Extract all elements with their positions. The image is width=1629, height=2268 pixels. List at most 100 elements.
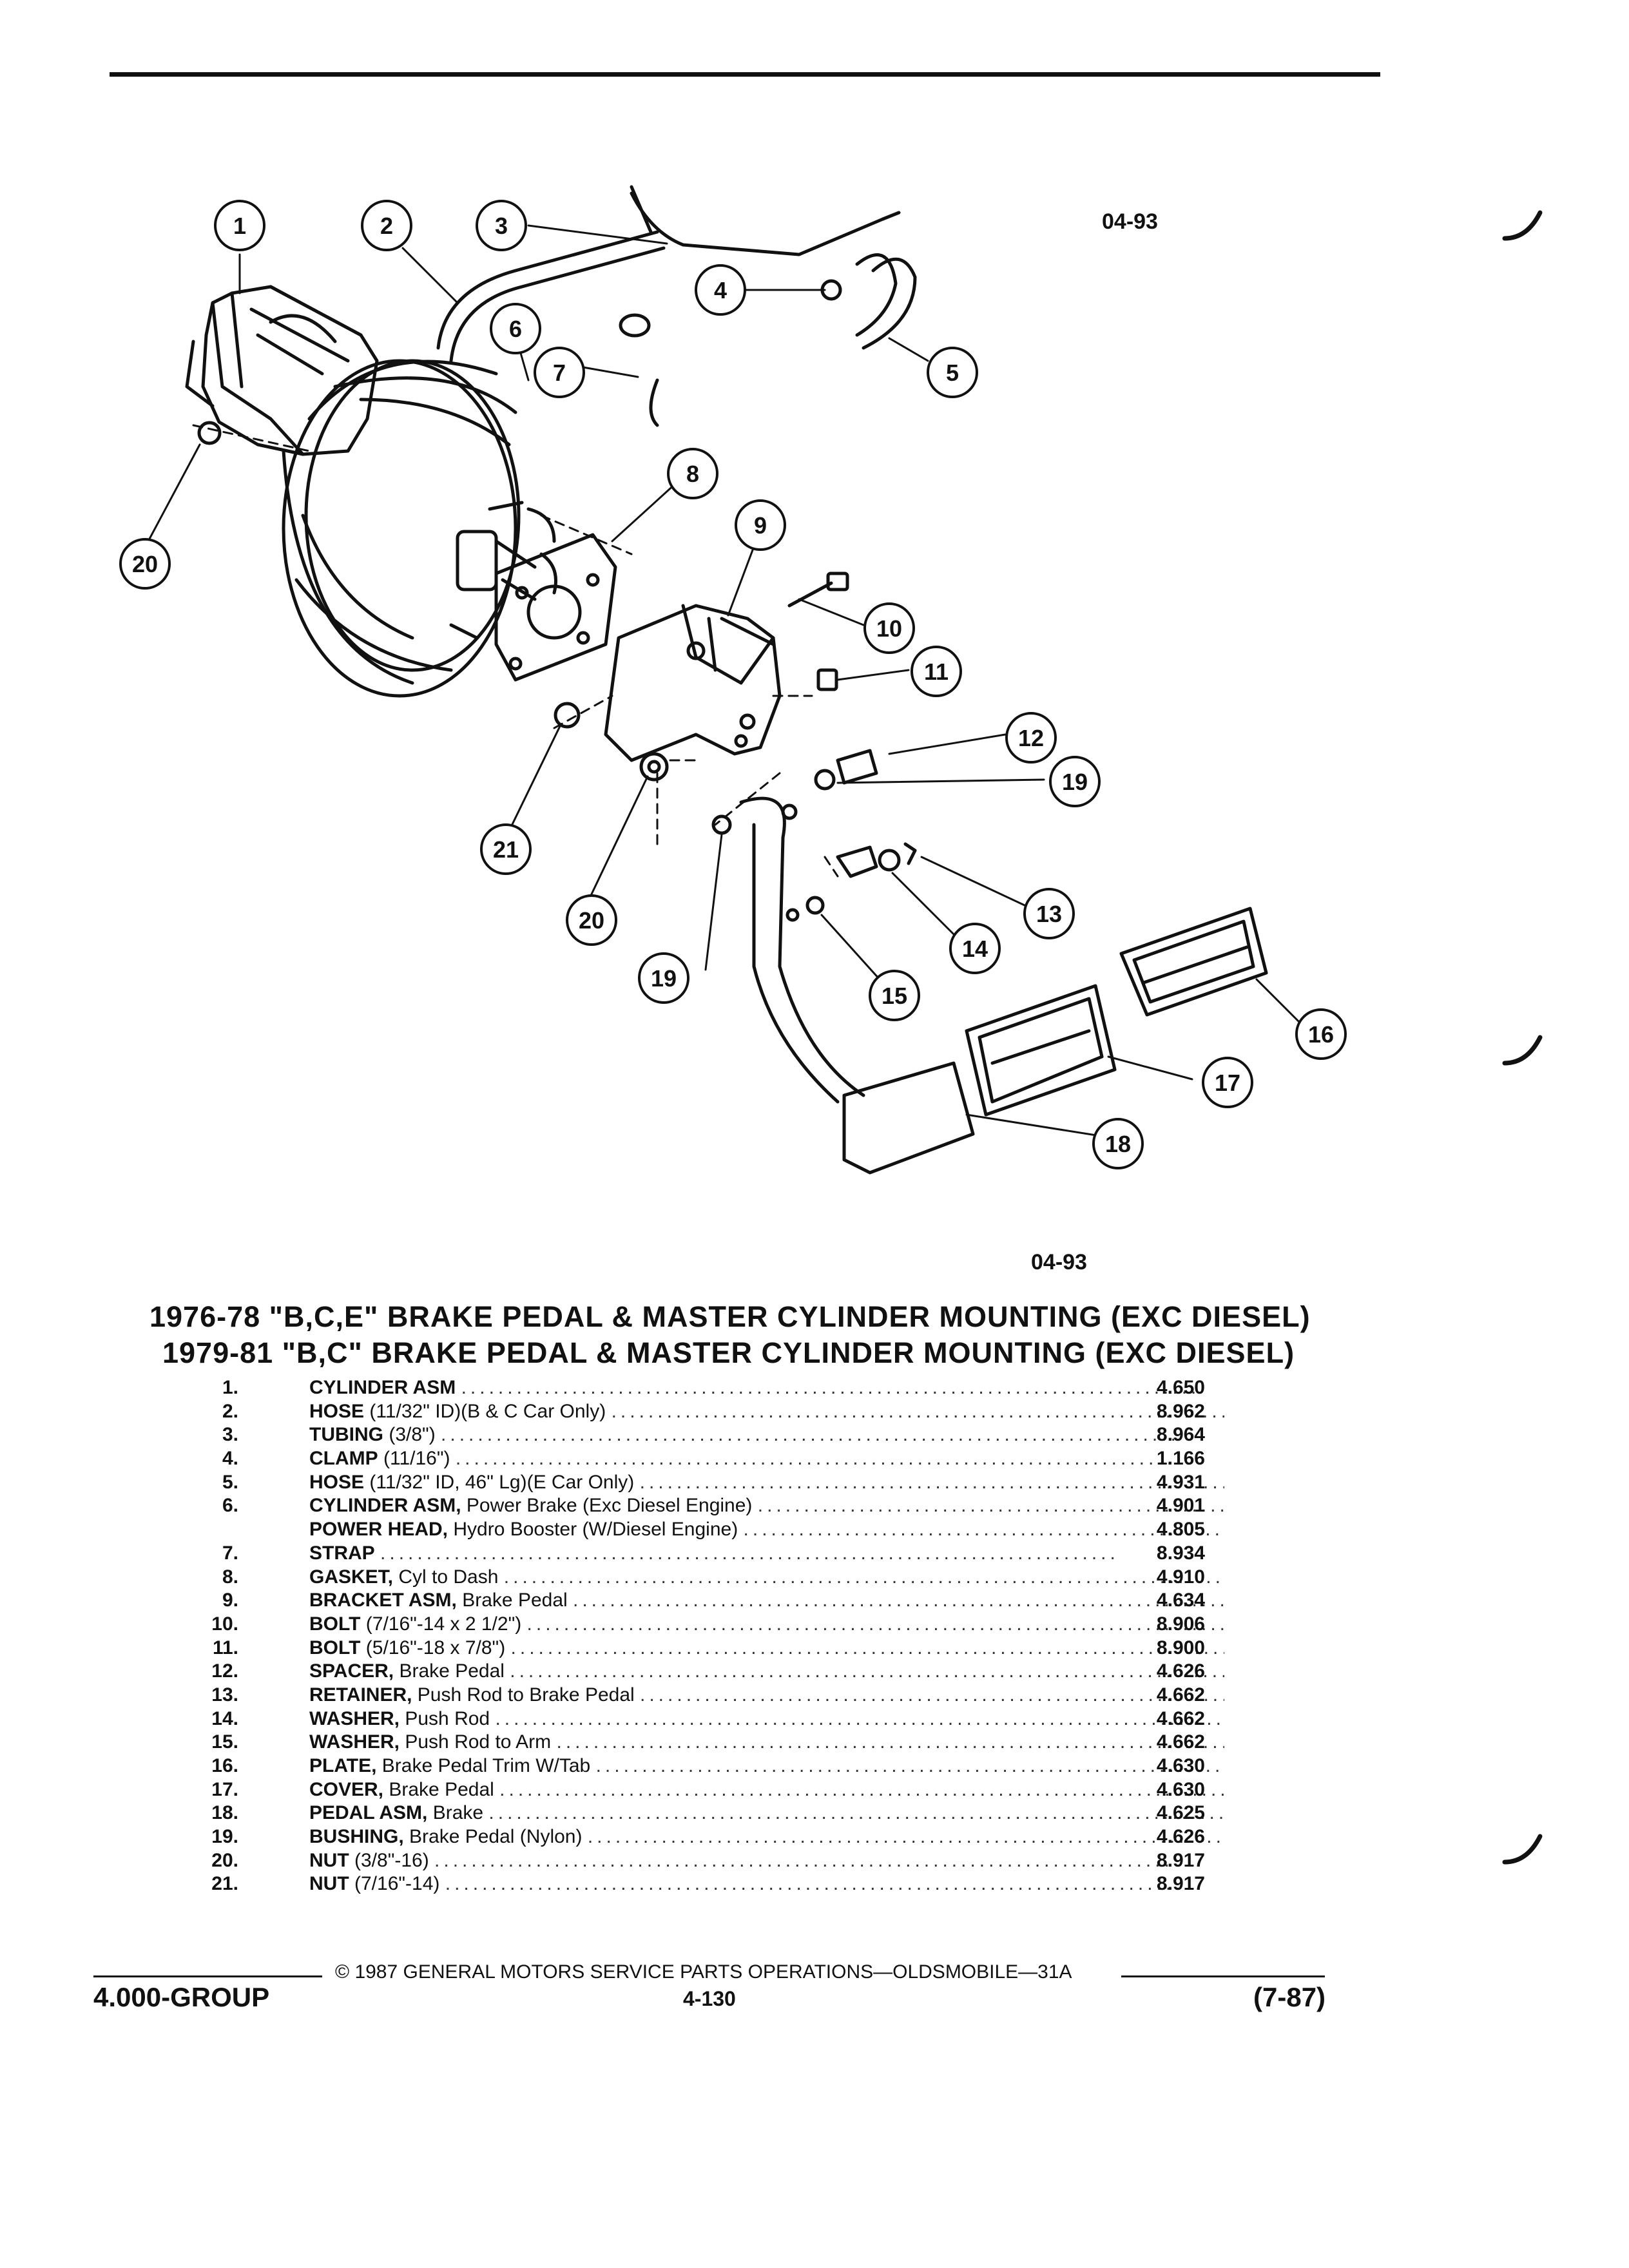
callout-7-label: 7 — [553, 360, 566, 386]
part-number: 3. — [222, 1424, 238, 1446]
part-number: 2. — [222, 1400, 238, 1422]
leader-dots: ........................................… — [640, 1684, 1224, 1706]
footer-page-number: 4-130 — [683, 1987, 736, 2010]
parts-list-row: 12.SPACER, Brake Pedal .................… — [161, 1660, 1224, 1684]
exploded-parts-diagram: 1 2 3 4 5 6 7 8 9 10 11 12 13 14 15 16 1… — [119, 185, 1347, 1175]
part-name: NUT — [309, 1849, 349, 1871]
part-description: CYLINDER ASM, Power Brake (Exc Diesel En… — [309, 1494, 1224, 1517]
leader-dots: ........................................… — [510, 1660, 1224, 1682]
leader-dots: ........................................… — [556, 1731, 1224, 1753]
parts-list-row: 11.BOLT (5/16"-18 x 7/8") ..............… — [161, 1637, 1224, 1660]
part-description: STRAP ..................................… — [309, 1542, 1224, 1565]
part-number: 8. — [222, 1566, 238, 1588]
part-description: BUSHING, Brake Pedal (Nylon) ...........… — [309, 1825, 1224, 1849]
illustration-code-top: 04-93 — [1102, 209, 1158, 234]
section-title-2: 1979-81 "B,C" BRAKE PEDAL & MASTER CYLIN… — [162, 1336, 1295, 1369]
part-description: NUT (7/16"-14) .........................… — [309, 1872, 1224, 1896]
part-name: TUBING — [309, 1424, 383, 1446]
part-name: CLAMP — [309, 1448, 378, 1470]
part-description: WASHER, Push Rod .......................… — [309, 1707, 1224, 1731]
leader-dots: ........................................… — [434, 1849, 1173, 1871]
part-detail: (3/8") — [389, 1424, 436, 1446]
part-description: WASHER, Push Rod to Arm ................… — [309, 1731, 1224, 1754]
part-number: 11. — [212, 1637, 238, 1658]
callout-10-label: 10 — [876, 615, 902, 642]
part-number: 14. — [211, 1707, 238, 1729]
part-name: GASKET, — [309, 1566, 394, 1588]
part-description: COVER, Brake Pedal .....................… — [309, 1778, 1224, 1802]
part-name: PEDAL ASM, — [309, 1802, 428, 1824]
callout-21: 21 — [480, 823, 532, 875]
callout-14-label: 14 — [962, 936, 988, 962]
parts-list-row: 16.PLATE, Brake Pedal Trim W/Tab .......… — [161, 1754, 1224, 1778]
part-group-code: 4.650 — [1156, 1377, 1205, 1398]
part-number: 15. — [211, 1731, 238, 1753]
leader-dots: ........................................… — [503, 1566, 1224, 1588]
callout-18: 18 — [1092, 1118, 1144, 1169]
parts-list-row: 9.BRACKET ASM, Brake Pedal .............… — [161, 1589, 1224, 1613]
part-group-code: 1.166 — [1156, 1448, 1205, 1470]
part-detail: Cyl to Dash — [398, 1566, 499, 1588]
parts-list-row: 19. BUSHING, Brake Pedal (Nylon) ........… — [161, 1825, 1224, 1849]
top-rule — [110, 72, 1380, 77]
part-description: POWER HEAD, Hydro Booster (W/Diesel Engi… — [309, 1518, 1224, 1541]
parts-list-row: 14. WASHER, Push Rod ....................… — [161, 1707, 1224, 1731]
edge-mark-icon — [1502, 210, 1543, 241]
part-name: HOSE — [309, 1471, 365, 1493]
part-number: 19. — [211, 1826, 238, 1848]
callout-12-label: 12 — [1018, 725, 1044, 751]
callout-15: 15 — [869, 970, 920, 1021]
callout-4: 4 — [695, 264, 746, 316]
part-name: COVER, — [309, 1778, 384, 1800]
parts-list-row: 17. COVER, Brake Pedal ..................… — [161, 1778, 1224, 1802]
part-number: 20. — [211, 1849, 238, 1871]
part-detail: Brake Pedal — [462, 1590, 568, 1611]
leader-dots: ........................................… — [611, 1400, 1224, 1422]
callout-19-label: 19 — [651, 965, 677, 992]
parts-list-row: 1.CYLINDER ASM .........................… — [161, 1376, 1218, 1400]
leader-dots: ........................................… — [757, 1495, 1224, 1517]
leader-dots: ........................................… — [455, 1448, 1195, 1470]
callout-4-label: 4 — [714, 277, 727, 303]
callout-1: 1 — [214, 200, 265, 251]
callout-9-label: 9 — [754, 512, 767, 539]
callout-15-label: 15 — [882, 983, 907, 1009]
part-name: RETAINER, — [309, 1684, 412, 1706]
part-description: CYLINDER ASM ...........................… — [309, 1376, 1224, 1399]
part-number: 21. — [211, 1873, 238, 1895]
gasket — [494, 533, 617, 682]
part-group-code: 4.662 — [1156, 1731, 1205, 1753]
callout-20a: 20 — [119, 538, 171, 590]
part-group-code: 4.634 — [1156, 1590, 1205, 1611]
part-group-code: 8.964 — [1156, 1424, 1205, 1446]
leader-lines — [147, 224, 1303, 1139]
part-number: 17. — [211, 1778, 238, 1800]
part-detail: Brake — [432, 1802, 484, 1824]
parts-list: 1. CYLINDER ASM .........................… — [161, 1376, 1224, 1896]
parts-list-row: 3.TUBING (3/8") ........................… — [161, 1423, 1218, 1447]
callout-6-label: 6 — [509, 316, 522, 342]
parts-list-row: 20.NUT (3/8"-16) .......................… — [161, 1849, 1218, 1873]
part-detail: Brake Pedal (Nylon) — [409, 1826, 583, 1848]
parts-list-row: 4.CLAMP (11/16") .......................… — [161, 1447, 1218, 1471]
callout-8-label: 8 — [686, 461, 699, 487]
part-name: SPACER, — [309, 1660, 394, 1682]
leader-dots: ........................................… — [380, 1542, 1119, 1564]
callout-3: 3 — [476, 200, 527, 251]
part-number: 7. — [222, 1542, 238, 1564]
callout-16: 16 — [1295, 1008, 1347, 1060]
part-group-code: 4.626 — [1156, 1826, 1205, 1848]
illustration-code-bottom: 04-93 — [1031, 1250, 1087, 1274]
part-name: PLATE, — [309, 1755, 377, 1776]
part-detail: Push Rod — [405, 1707, 490, 1729]
assembly-lines — [192, 424, 839, 878]
part-group-code: 4.626 — [1156, 1660, 1205, 1682]
part-group-code: 8.900 — [1156, 1637, 1205, 1658]
part-description: HOSE (11/32" ID, 46" Lg)(E Car Only) ...… — [309, 1471, 1224, 1494]
section-title-1: 1976-78 "B,C,E" BRAKE PEDAL & MASTER CYL… — [149, 1300, 1311, 1333]
callout-19b: 19 — [638, 952, 689, 1004]
footer-date: (7-87) — [1253, 1982, 1326, 2012]
part-number: 1. — [222, 1377, 238, 1398]
part-description: GASKET, Cyl to Dash ....................… — [309, 1566, 1224, 1589]
footer-group: 4.000-GROUP — [93, 1982, 270, 2012]
